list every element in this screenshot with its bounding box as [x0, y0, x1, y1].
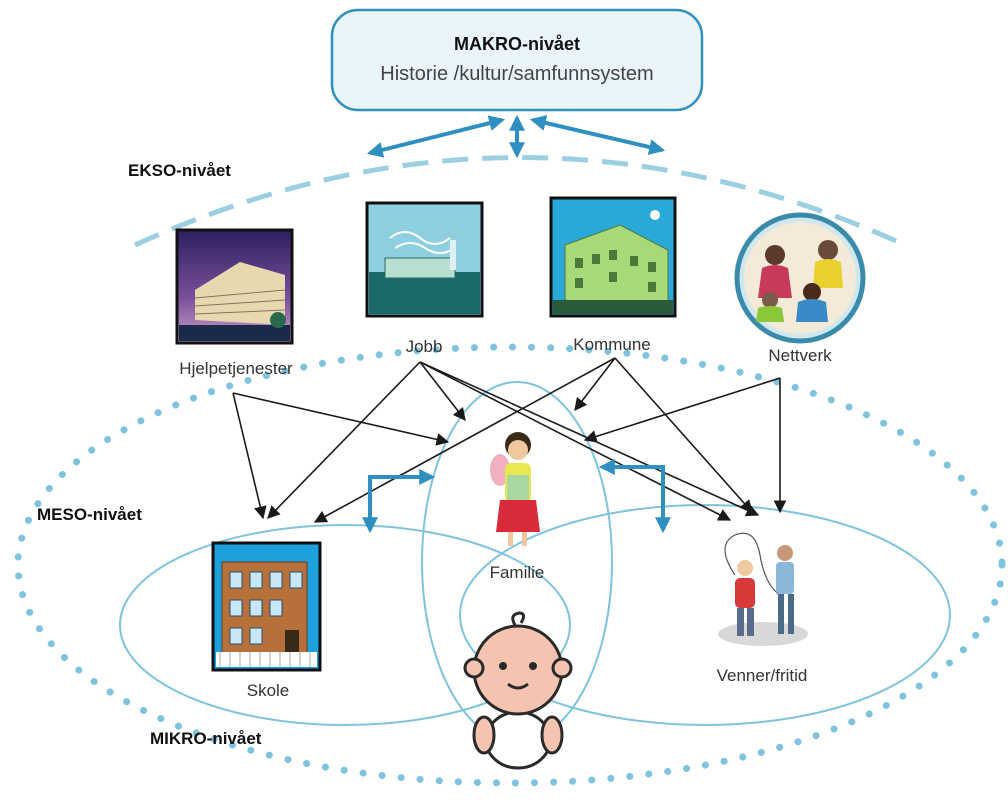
nettverk-label: Nettverk [768, 346, 832, 365]
skole-ellipse [119, 524, 571, 726]
venner-image [718, 532, 808, 646]
arrow-jobb-venner [419, 361, 732, 521]
hjelpetjenester-label: Hjelpetjenester [179, 359, 293, 378]
familie-image [490, 432, 540, 546]
makro-box: MAKRO-nivået Historie /kultur/samfunnsys… [330, 8, 704, 112]
arrow-jobb-skole [267, 361, 421, 519]
ekso-level-label: EKSO-nivået [128, 161, 231, 180]
arrow-kommune-venner [614, 357, 753, 513]
baby-image [463, 611, 573, 770]
mikro-level-label: MIKRO-nivået [150, 729, 262, 748]
mikro-dotted-ring [14, 343, 1006, 787]
makro-subtitle: Historie /kultur/samfunnsystem [380, 63, 653, 85]
skole-label: Skole [247, 681, 290, 700]
meso-level-label: MESO-nivået [37, 505, 142, 524]
jobb-image [365, 201, 484, 318]
meso-connector-arrows [362, 459, 671, 534]
arrow-kommune-familie [574, 357, 616, 412]
jobb-label: Jobb [406, 337, 443, 356]
kommune-image [549, 196, 677, 318]
venner-label: Venner/fritid [717, 666, 808, 685]
makro-arrows [366, 114, 666, 159]
hjelpetjenester-image [175, 228, 294, 345]
arrow-hjelp-skole [232, 392, 267, 520]
skole-image [211, 541, 322, 672]
ekso-influence-arrows [232, 357, 787, 523]
kommune-label: Kommune [573, 335, 650, 354]
arrow-nettverk-familie [583, 377, 781, 443]
venner-ellipse [459, 504, 951, 726]
arrow-hjelp-familie [232, 392, 450, 446]
nettverk-image [734, 212, 866, 344]
familie-label: Familie [490, 563, 545, 582]
arrow-jobb-familie [419, 361, 466, 422]
makro-title: MAKRO-nivået [454, 34, 580, 54]
